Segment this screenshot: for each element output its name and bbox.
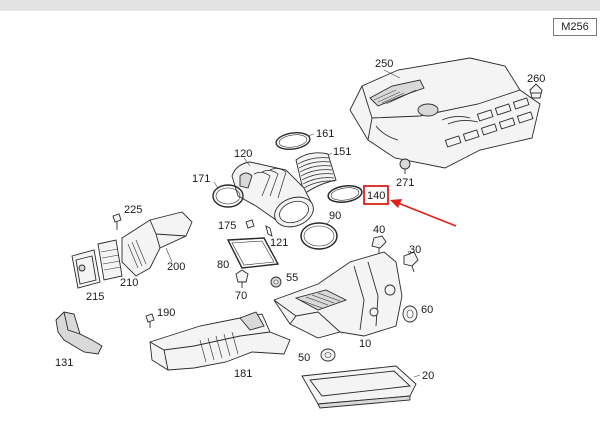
callout-210: 210 bbox=[120, 277, 138, 289]
screw-190-part[interactable] bbox=[145, 313, 155, 328]
callout-175: 175 bbox=[218, 220, 236, 232]
seal-ring-140-part[interactable] bbox=[327, 184, 363, 205]
callout-120: 120 bbox=[234, 148, 252, 160]
engine-cover-part[interactable] bbox=[349, 57, 541, 169]
corrugated-hose-151-part[interactable] bbox=[295, 152, 337, 195]
callout-225: 225 bbox=[124, 204, 142, 216]
callout-40: 40 bbox=[373, 224, 385, 236]
callout-131: 131 bbox=[55, 357, 73, 369]
air-duct-200-part[interactable] bbox=[121, 211, 193, 277]
window-top-bar bbox=[0, 0, 600, 11]
air-filter-housing-10-part[interactable] bbox=[273, 251, 403, 339]
clip-121-part[interactable] bbox=[265, 225, 273, 237]
bracket-131-part[interactable] bbox=[55, 311, 103, 355]
callout-121: 121 bbox=[270, 237, 288, 249]
callout-260: 260 bbox=[527, 73, 545, 85]
grommet-271-part[interactable] bbox=[399, 158, 411, 174]
callout-55: 55 bbox=[286, 272, 298, 284]
callout-200: 200 bbox=[167, 261, 185, 273]
grommet-60-part[interactable] bbox=[402, 305, 418, 323]
callout-90: 90 bbox=[329, 210, 341, 222]
callout-60: 60 bbox=[421, 304, 433, 316]
callout-271: 271 bbox=[396, 177, 414, 189]
seal-ring-90-part[interactable] bbox=[300, 222, 338, 250]
callout-171: 171 bbox=[192, 173, 210, 185]
callout-50: 50 bbox=[298, 352, 310, 364]
callout-250: 250 bbox=[375, 58, 393, 70]
air-filter-element-20-part[interactable] bbox=[301, 365, 417, 409]
fitting-40-part[interactable] bbox=[371, 235, 387, 254]
callout-161: 161 bbox=[316, 128, 334, 140]
callout-20: 20 bbox=[422, 370, 434, 382]
cover-clip-part[interactable] bbox=[529, 83, 543, 99]
gasket-80-part[interactable] bbox=[226, 237, 280, 269]
grommet-55-part[interactable] bbox=[270, 276, 282, 288]
callout-215: 215 bbox=[86, 291, 104, 303]
callout-181: 181 bbox=[234, 368, 252, 380]
seal-ring-161-part[interactable] bbox=[275, 131, 311, 152]
screw-225-part[interactable] bbox=[112, 213, 122, 230]
bolt-175-part[interactable] bbox=[245, 219, 255, 229]
highlight-arrow bbox=[390, 199, 457, 227]
callout-10: 10 bbox=[359, 338, 371, 350]
bolt-70-part[interactable] bbox=[235, 269, 249, 288]
callout-140: 140 bbox=[367, 190, 385, 202]
grommet-50-part[interactable] bbox=[320, 348, 336, 362]
sensor-30-part[interactable] bbox=[403, 251, 419, 273]
callout-30: 30 bbox=[409, 244, 421, 256]
air-duct-181-part[interactable] bbox=[149, 311, 291, 371]
callout-190: 190 bbox=[157, 307, 175, 319]
intake-duct-120-part[interactable] bbox=[231, 161, 318, 232]
highlight-box-140 bbox=[363, 185, 389, 205]
callout-80: 80 bbox=[217, 259, 229, 271]
grille-210-part[interactable] bbox=[97, 239, 123, 281]
callout-151: 151 bbox=[333, 146, 351, 158]
engine-model-label: M256 bbox=[553, 18, 597, 36]
grille-215-part[interactable] bbox=[71, 249, 101, 289]
callout-70: 70 bbox=[235, 290, 247, 302]
seal-ring-171-part[interactable] bbox=[212, 184, 244, 208]
